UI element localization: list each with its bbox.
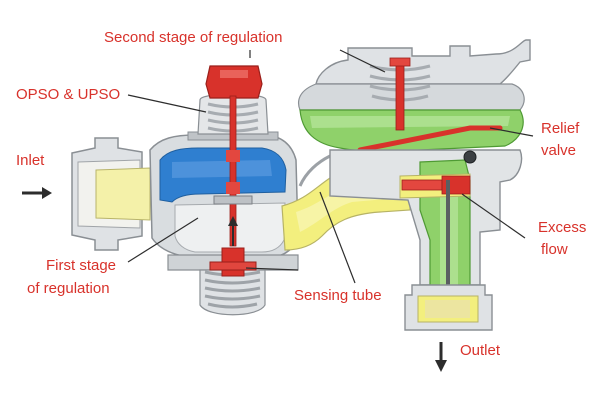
- opso-upso-assembly: [187, 65, 279, 247]
- label-excess-line2: flow: [541, 241, 568, 258]
- outlet-arrow: [435, 342, 447, 372]
- label-relief-line2: valve: [541, 142, 577, 159]
- label-relief-line1: Relief: [541, 120, 580, 137]
- leader-first-stage: [127, 217, 199, 263]
- inlet-arrow: [22, 187, 52, 199]
- label-opso-upso: OPSO & UPSO: [16, 86, 121, 103]
- label-excess-line1: Excess: [538, 219, 587, 236]
- label-first-stage-line1: First stage: [46, 257, 117, 274]
- label-second-stage: Second stage of regulation: [104, 29, 283, 46]
- label-first-stage-line2: of regulation: [27, 280, 110, 297]
- leader-first-stage-piston: [245, 267, 299, 271]
- label-sensing-tube: Sensing tube: [294, 287, 382, 304]
- leader-second-stage-right: [339, 49, 386, 73]
- leader-opso-upso: [127, 94, 207, 113]
- label-outlet: Outlet: [460, 342, 501, 359]
- leader-lines: [127, 49, 534, 284]
- label-inlet: Inlet: [16, 152, 45, 169]
- leader-sensing-tube: [319, 191, 356, 284]
- leader-excess-flow: [461, 193, 526, 239]
- second-stage-body: [297, 39, 531, 331]
- first-stage-body: [71, 134, 299, 316]
- leader-relief-valve: [489, 127, 534, 137]
